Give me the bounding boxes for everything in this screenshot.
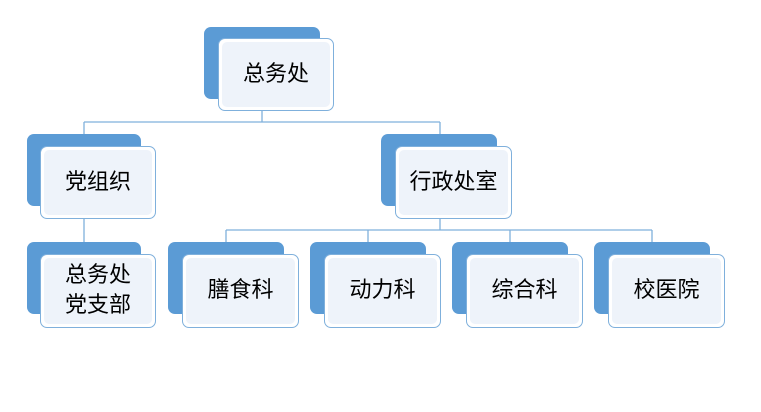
node-label: 总务处 党支部 — [64, 263, 131, 318]
node-card: 动力科 — [324, 254, 441, 328]
node-clinic: 校医院 — [594, 242, 725, 328]
node-party-org: 党组织 — [27, 134, 156, 219]
node-admin-office: 行政处室 — [381, 134, 512, 219]
node-card-inner: 膳食科 — [186, 258, 295, 324]
node-card: 行政处室 — [395, 146, 512, 219]
node-catering: 膳食科 — [168, 242, 299, 328]
node-card: 校医院 — [608, 254, 725, 328]
node-card-inner: 行政处室 — [399, 150, 508, 215]
node-card-inner: 总务处 — [222, 42, 330, 107]
node-card: 膳食科 — [182, 254, 299, 328]
node-label: 综合科 — [491, 278, 558, 303]
node-card: 总务处 党支部 — [40, 254, 156, 328]
node-card-inner: 校医院 — [612, 258, 721, 324]
node-card: 总务处 — [218, 38, 334, 111]
node-card: 党组织 — [40, 146, 156, 219]
node-label: 行政处室 — [409, 169, 498, 195]
node-card-inner: 党组织 — [44, 150, 152, 215]
node-power: 动力科 — [310, 242, 441, 328]
node-party-branch: 总务处 党支部 — [27, 242, 156, 328]
node-card-inner: 动力科 — [328, 258, 437, 324]
node-general: 综合科 — [452, 242, 583, 328]
node-card-inner: 综合科 — [470, 258, 579, 324]
node-label: 校医院 — [633, 278, 700, 303]
node-card-inner: 总务处 党支部 — [44, 258, 152, 324]
node-card: 综合科 — [466, 254, 583, 328]
node-label: 党组织 — [64, 169, 131, 195]
node-root: 总务处 — [204, 27, 334, 111]
node-label: 总务处 — [242, 61, 309, 87]
node-label: 膳食科 — [207, 278, 274, 303]
node-label: 动力科 — [349, 278, 416, 303]
